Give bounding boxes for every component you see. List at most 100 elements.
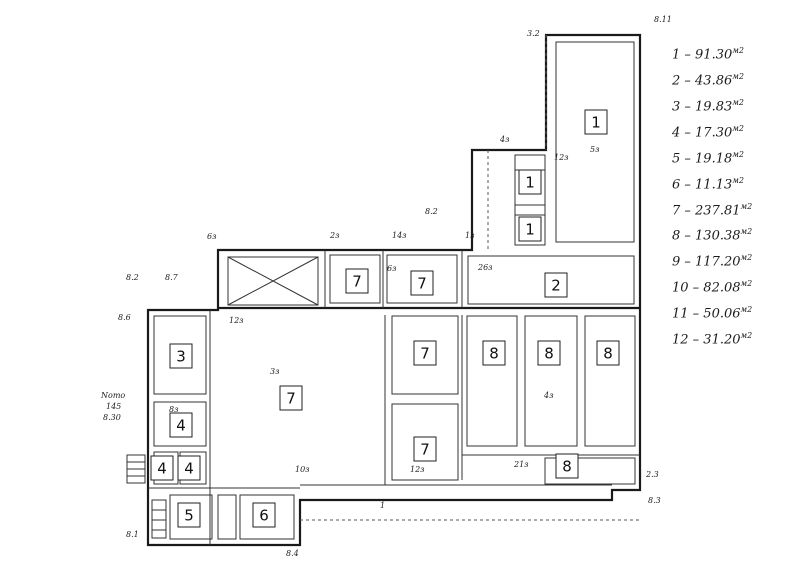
plan-annotation: 10з xyxy=(295,465,310,474)
legend-unit: м2 xyxy=(732,149,744,159)
room-label-frame xyxy=(413,340,437,366)
room-label-box: 8 xyxy=(596,340,620,366)
room-label-box: 7 xyxy=(345,268,369,294)
plan-annotation: Nomo xyxy=(100,391,125,400)
room-label-frame xyxy=(150,455,174,481)
room-label-frame xyxy=(169,343,193,369)
plan-annotation: 8.2 xyxy=(425,207,438,216)
legend-unit: м2 xyxy=(732,71,744,81)
legend-text: 6 – 11.13 xyxy=(672,176,733,192)
room-label-frame xyxy=(410,270,434,296)
room-number: 7 xyxy=(420,345,430,363)
room-label-frame xyxy=(482,340,506,366)
room-number: 8 xyxy=(603,345,613,363)
room-label-box: 1 xyxy=(584,109,608,135)
plan-annotation: 8.11 xyxy=(654,15,672,24)
legend-unit: м2 xyxy=(732,123,744,133)
legend-row: 3 – 19.83м2 xyxy=(672,92,784,118)
room-number: 3 xyxy=(176,348,186,366)
room-label-frame xyxy=(252,502,276,528)
legend-text: 5 – 19.18 xyxy=(672,151,733,167)
legend-row: 5 – 19.18м2 xyxy=(672,144,784,170)
legend-row: 1 – 91.30м2 xyxy=(672,40,784,66)
room-number: 7 xyxy=(352,273,362,291)
room-label-frame xyxy=(596,340,620,366)
legend-text: 4 – 17.30 xyxy=(672,125,733,141)
room-label-frame xyxy=(279,385,303,411)
room-number: 1 xyxy=(525,221,535,239)
room-number: 5 xyxy=(184,507,194,525)
plan-annotation: 3з xyxy=(270,367,279,376)
plan-annotation: 6з xyxy=(387,264,396,273)
legend-row: 10 – 82.08м2 xyxy=(672,273,784,299)
room-number: 7 xyxy=(420,441,430,459)
plan-annotation: 1з xyxy=(465,231,474,240)
room-label-box: 3 xyxy=(169,343,193,369)
room-label-box: 7 xyxy=(413,340,437,366)
legend-row: 6 – 11.13м2 xyxy=(672,170,784,196)
plan-annotation: 8.3 xyxy=(648,496,661,505)
room-label-frame xyxy=(537,340,561,366)
legend-row: 11 – 50.06м2 xyxy=(672,299,784,325)
room-label-box: 7 xyxy=(413,436,437,462)
room-number: 1 xyxy=(525,174,535,192)
legend-unit: м2 xyxy=(740,253,753,263)
legend-text: 11 – 50.06 xyxy=(672,306,741,322)
room-label-box: 7 xyxy=(410,270,434,296)
plan-annotation: 8.30 xyxy=(103,413,121,422)
legend-row: 12 – 31.20м2 xyxy=(672,325,784,351)
plan-annotation: 145 xyxy=(106,402,121,411)
legend-unit: м2 xyxy=(740,331,753,341)
plan-annotation: 8.2 xyxy=(126,273,139,282)
room-label-box: 1 xyxy=(518,169,542,195)
room-number: 4 xyxy=(184,460,194,478)
room-label-box: 8 xyxy=(555,453,579,479)
legend-text: 8 – 130.38 xyxy=(672,228,741,244)
room-label-frame xyxy=(413,436,437,462)
plan-annotation: 1 xyxy=(380,501,385,510)
room-number: 2 xyxy=(551,277,561,295)
legend-text: 9 – 117.20 xyxy=(672,254,741,270)
room-label-frame xyxy=(177,455,201,481)
room-label-frame xyxy=(544,272,568,298)
plan-annotation: 26з xyxy=(477,263,493,272)
room-number: 6 xyxy=(259,507,269,525)
room-number: 1 xyxy=(591,114,601,132)
legend-text: 2 – 43.86 xyxy=(672,73,733,89)
room-label-box: 4 xyxy=(169,412,193,438)
room-label-frame xyxy=(555,453,579,479)
plan-annotation: 21з xyxy=(513,460,529,469)
legend-text: 7 – 237.81 xyxy=(672,202,741,218)
legend-unit: м2 xyxy=(732,175,744,185)
room-label-frame xyxy=(345,268,369,294)
room-label-frame xyxy=(518,169,542,195)
room-number: 4 xyxy=(176,417,186,435)
legend-text: 3 – 19.83 xyxy=(672,99,733,115)
room-label-box: 2 xyxy=(544,272,568,298)
plan-annotation: 2.3 xyxy=(645,470,659,479)
room-label-box: 7 xyxy=(279,385,303,411)
room-number: 8 xyxy=(489,345,499,363)
legend-unit: м2 xyxy=(732,46,744,55)
room-label-box: 6 xyxy=(252,502,276,528)
room-label-box: 8 xyxy=(482,340,506,366)
legend-text: 12 – 31.20 xyxy=(672,332,741,348)
room-number: 7 xyxy=(417,275,427,293)
room-label-box: 1 xyxy=(518,216,542,242)
stairs xyxy=(126,454,167,539)
legend-row: 4 – 17.30м2 xyxy=(672,118,784,144)
room-label-box: 5 xyxy=(177,502,201,528)
room-number: 8 xyxy=(544,345,554,363)
plan-annotation: 12з xyxy=(410,465,425,474)
exterior-walls xyxy=(146,33,642,547)
plan-annotation: 4з xyxy=(543,391,553,400)
plan-annotation: 2з xyxy=(329,231,339,240)
legend-unit: м2 xyxy=(740,305,753,315)
plan-annotation: 5з xyxy=(590,145,599,154)
room-label-frame xyxy=(177,502,201,528)
plan-annotation: 8з xyxy=(169,405,178,414)
dashed-outlines xyxy=(300,35,640,521)
